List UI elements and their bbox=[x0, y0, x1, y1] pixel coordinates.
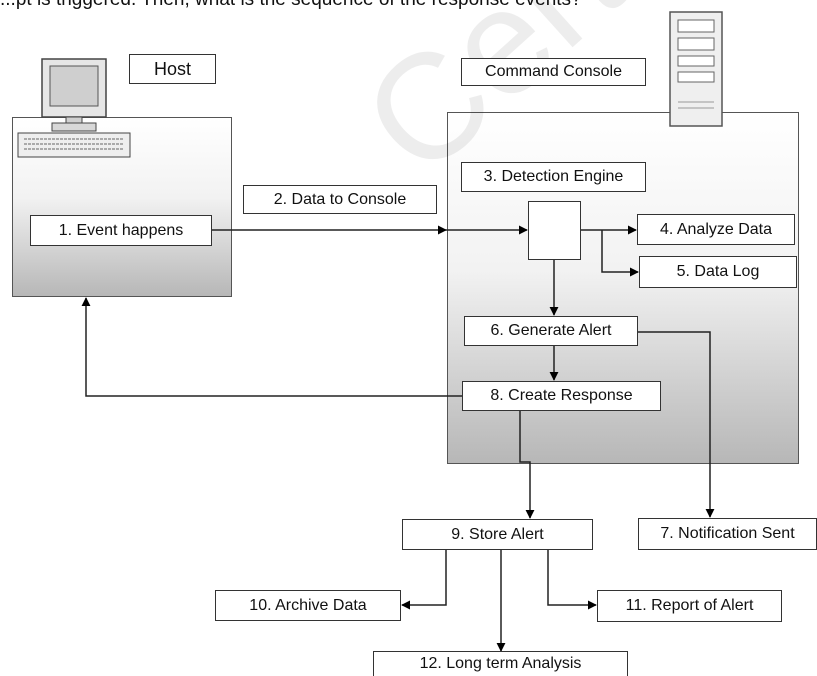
arrow-to-store-alert bbox=[519, 411, 535, 519]
arrow-response-to-host bbox=[81, 297, 470, 397]
analyze-data-box: 4. Analyze Data bbox=[637, 214, 795, 245]
create-response-box: 8. Create Response bbox=[462, 381, 661, 411]
data-to-console-box: 2. Data to Console bbox=[243, 185, 437, 214]
data-log-box: 5. Data Log bbox=[639, 256, 797, 288]
console-label: Command Console bbox=[461, 58, 646, 86]
header-text: ...pt is triggered. Then, what is the se… bbox=[0, 0, 817, 15]
detection-engine-box: 3. Detection Engine bbox=[461, 162, 646, 192]
arrow-to-archive bbox=[401, 550, 447, 610]
notification-sent-box: 7. Notification Sent bbox=[638, 518, 817, 550]
generate-alert-box: 6. Generate Alert bbox=[464, 316, 638, 346]
tower-server-icon bbox=[669, 11, 723, 127]
arrow-to-report bbox=[547, 550, 597, 610]
engine-node bbox=[528, 201, 581, 260]
report-of-alert-box: 11. Report of Alert bbox=[597, 590, 782, 622]
arrow-to-notification bbox=[638, 331, 715, 518]
desktop-computer-icon bbox=[17, 58, 131, 158]
store-alert-box: 9. Store Alert bbox=[402, 519, 593, 550]
long-term-analysis-box: 12. Long term Analysis bbox=[373, 651, 628, 676]
archive-data-box: 10. Archive Data bbox=[215, 590, 401, 621]
arrow-to-data-log bbox=[601, 230, 639, 277]
event-happens-box: 1. Event happens bbox=[30, 215, 212, 246]
host-label: Host bbox=[129, 54, 216, 84]
